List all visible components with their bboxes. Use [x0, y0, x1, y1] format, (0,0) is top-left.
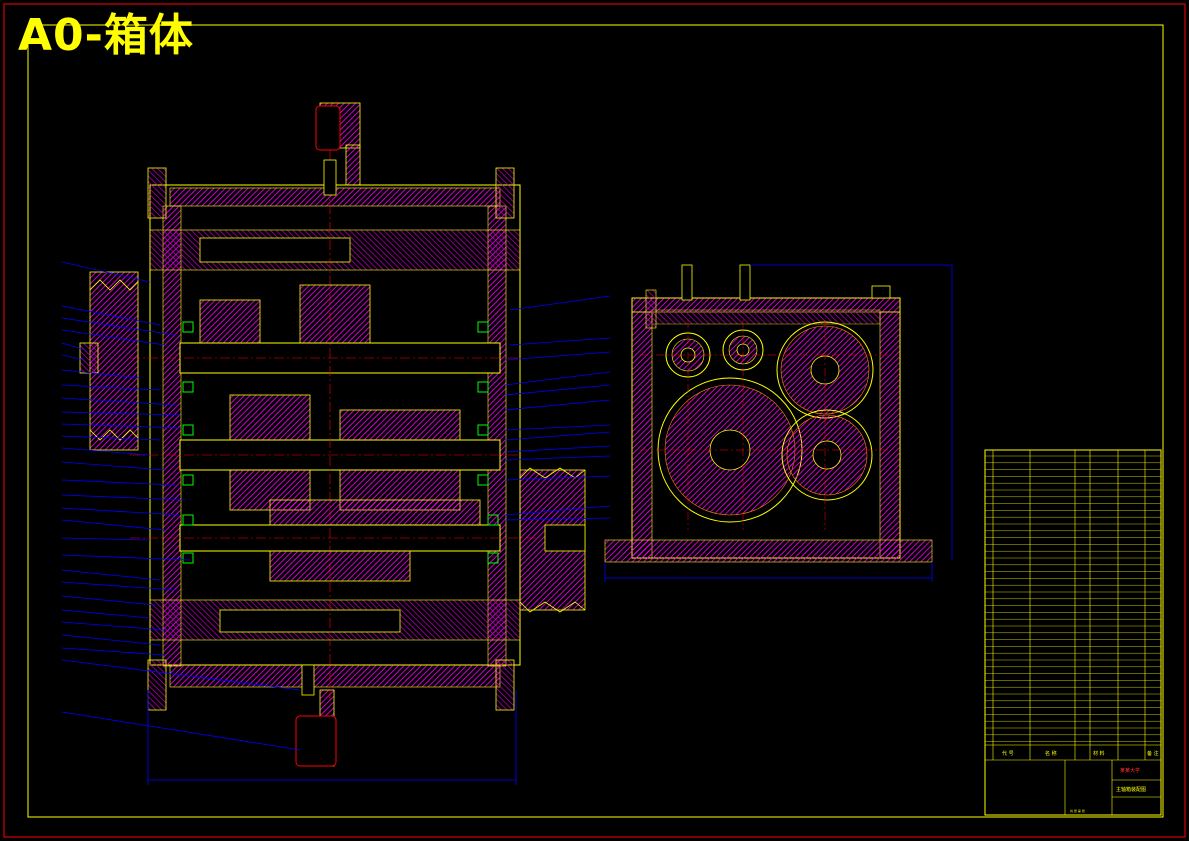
- tb-header-names: 名 称: [1045, 750, 1057, 757]
- left-pulley: [79, 271, 139, 451]
- sheet-title: A0-箱体: [18, 10, 194, 61]
- end-view: [604, 264, 953, 582]
- main-section-view: [61, 102, 611, 785]
- tb-header-codes: 代 号: [1002, 750, 1014, 757]
- tb-header-notes: 备 注: [1147, 750, 1159, 757]
- right-pulley: [519, 467, 586, 613]
- title-block: 代 号 名 称 材 料 备 注 某某大学 主轴箱装配图 共 张 第 张: [984, 449, 1162, 816]
- tb-school: 某某大学: [1120, 767, 1140, 774]
- inner-border: [27, 24, 1164, 818]
- tb-footer: 共 张 第 张: [1070, 808, 1085, 813]
- outer-border: [3, 3, 1186, 838]
- tb-header-material: 材 料: [1093, 750, 1105, 757]
- tb-drawing-name: 主轴箱装配图: [1116, 786, 1146, 793]
